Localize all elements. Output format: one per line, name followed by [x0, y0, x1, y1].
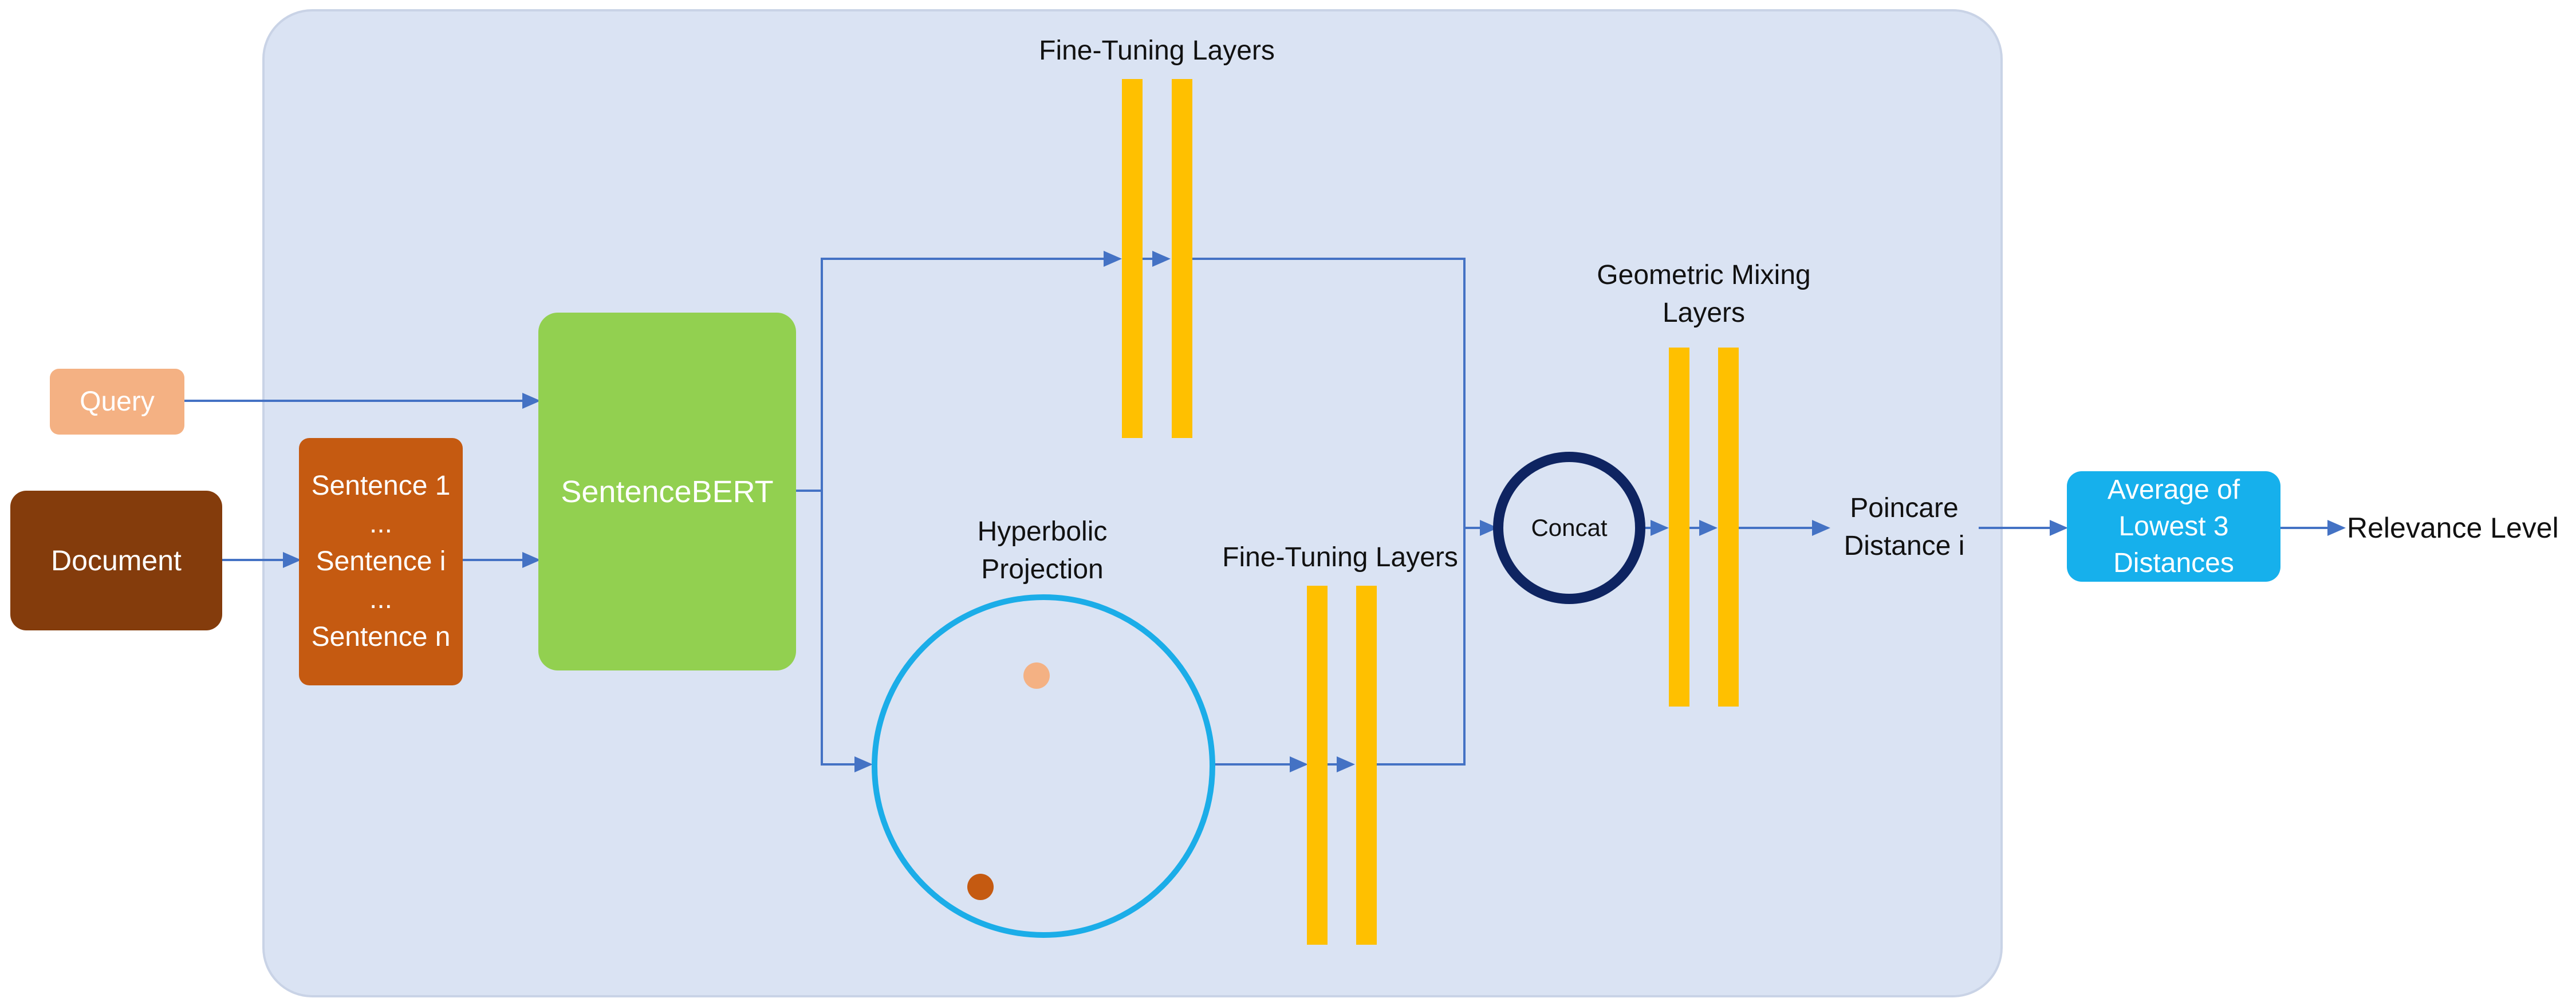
fine-tuning-bottom-layer-1	[1307, 586, 1328, 945]
document-label: Document	[51, 545, 182, 577]
query-node: Query	[50, 369, 184, 435]
poincare-line-2: Distance i	[1844, 531, 1965, 561]
geometric-mixing-layer-2	[1718, 348, 1739, 707]
arrow-to-hyperbolic	[821, 491, 873, 772]
hyperbolic-point-query	[1023, 662, 1050, 689]
line-top-to-concat	[1192, 258, 1466, 528]
geometric-mixing-line-2: Layers	[1662, 298, 1746, 328]
document-node: Document	[10, 491, 222, 630]
concat-label: Concat	[1531, 514, 1608, 541]
line-bottom-to-concat	[1377, 528, 1466, 766]
sentence-ellipsis-1: ...	[369, 508, 392, 539]
arrow-to-fine-tuning-top	[821, 251, 1122, 491]
model-panel	[262, 9, 2003, 997]
average-line-3: Distances	[2113, 547, 2234, 578]
average-node: Average of Lowest 3 Distances	[2067, 471, 2280, 582]
fine-tuning-top-layer-2	[1172, 79, 1192, 438]
hyperbolic-ball	[872, 594, 1215, 938]
sentencebert-node: SentenceBERT	[538, 313, 796, 670]
fine-tuning-top-layer-1	[1122, 79, 1143, 438]
poincare-line-1: Poincare	[1850, 493, 1959, 523]
sentence-i-label: Sentence i	[316, 546, 446, 577]
sentence-n-label: Sentence n	[311, 622, 451, 652]
hyperbolic-projection-label: Hyperbolic Projection	[899, 513, 1185, 589]
average-line-2: Lowest 3	[2118, 511, 2229, 542]
hyperbolic-line-2: Projection	[981, 554, 1104, 585]
geometric-mixing-layer-1	[1669, 348, 1689, 707]
fine-tuning-top-label: Fine-Tuning Layers	[1039, 35, 1275, 66]
concat-ring	[1493, 452, 1645, 604]
hyperbolic-point-sentence	[967, 874, 994, 900]
average-line-1: Average of	[2107, 474, 2240, 505]
fine-tuning-bottom-label: Fine-Tuning Layers	[1222, 542, 1458, 573]
fine-tuning-bottom-layer-2	[1356, 586, 1377, 945]
sentences-node: Sentence 1 ... Sentence i ... Sentence n	[299, 438, 463, 685]
geometric-mixing-line-1: Geometric Mixing	[1597, 260, 1811, 290]
poincare-distance-label: Poincare Distance i	[1818, 490, 1990, 565]
sentence-ellipsis-2: ...	[369, 584, 392, 614]
hyperbolic-line-1: Hyperbolic	[977, 516, 1108, 547]
geometric-mixing-label: Geometric Mixing Layers	[1532, 257, 1876, 332]
relevance-level-label: Relevance Level	[2347, 512, 2559, 544]
sentence-1-label: Sentence 1	[311, 471, 451, 501]
sentencebert-label: SentenceBERT	[561, 474, 774, 509]
query-label: Query	[80, 386, 155, 417]
